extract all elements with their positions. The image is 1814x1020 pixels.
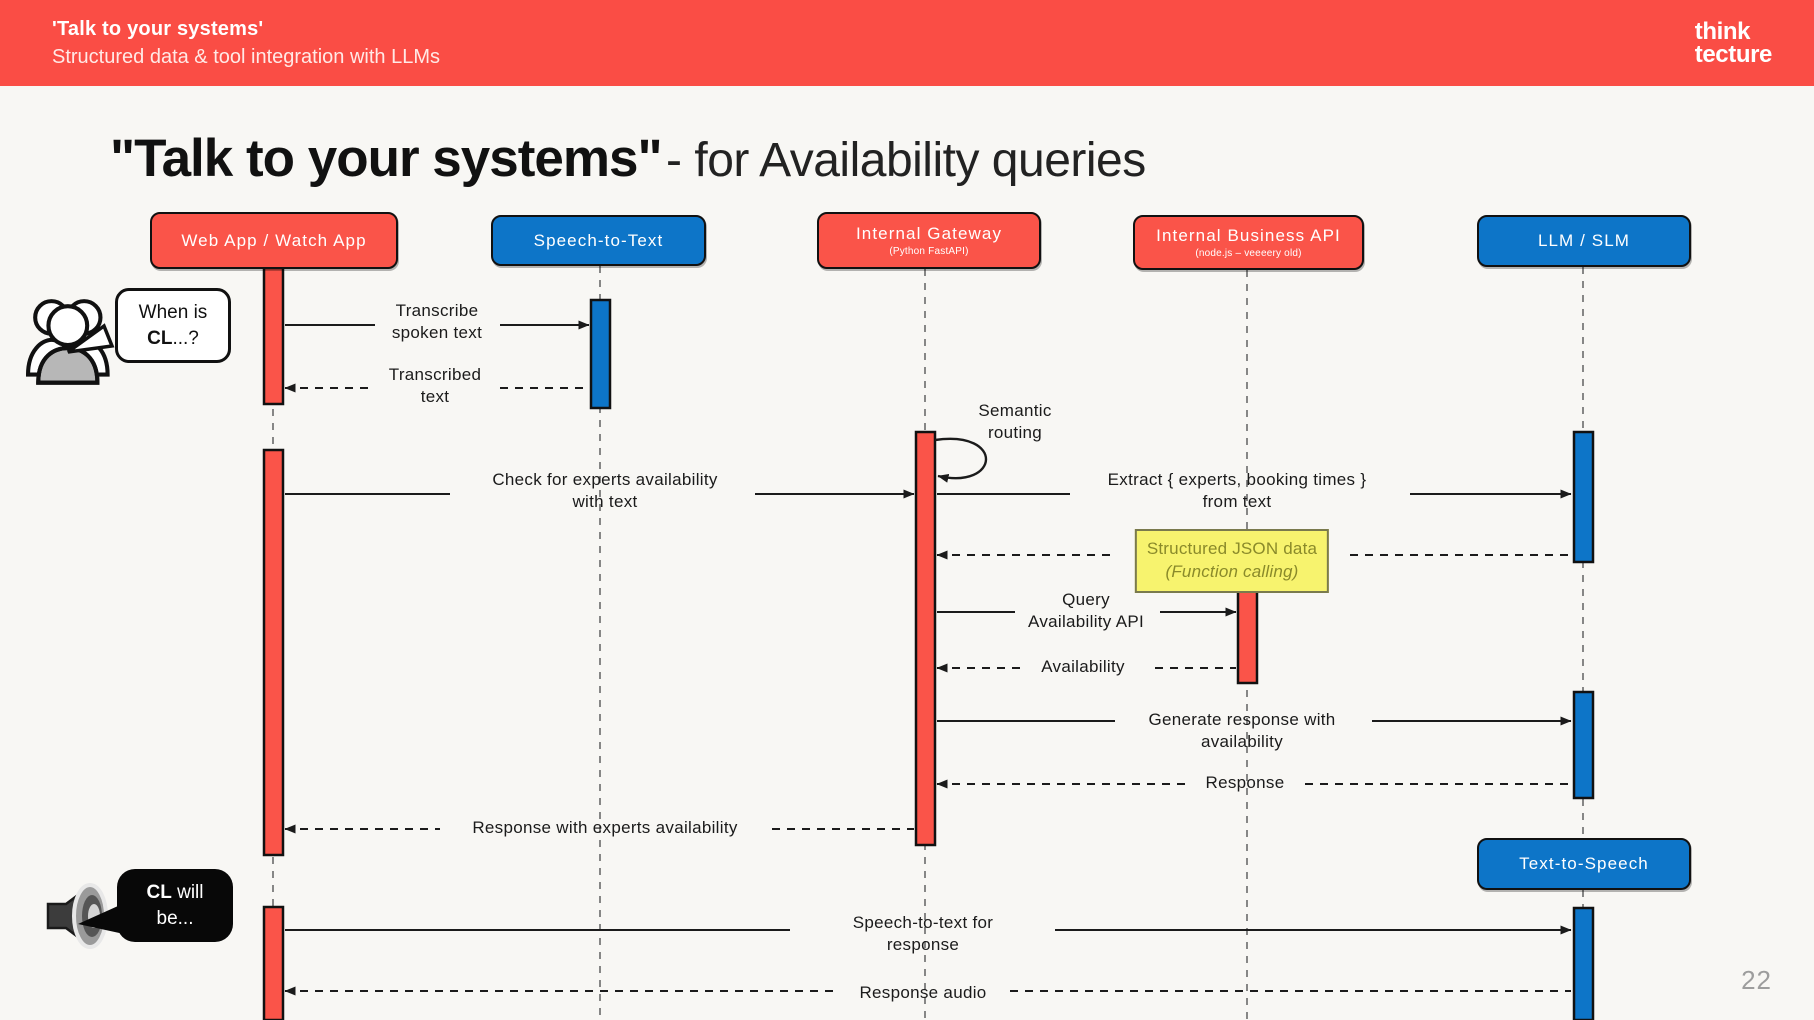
actor-label: Web App / Watch App [181, 230, 367, 250]
page-title: "Talk to your systems" - for Availabilit… [110, 128, 1146, 189]
message-label-semantic-routing: Semantic routing [978, 401, 1052, 442]
bubble-line-2-bold: CL [147, 327, 173, 349]
logo-line-1: think [1694, 18, 1751, 45]
header-title: 'Talk to your systems' [52, 18, 264, 40]
message-label-response-audio: Response audio [859, 983, 987, 1002]
actor-sublabel: (node.js – veeeery old) [1195, 248, 1302, 259]
header-subtitle: Structured data & tool integration with … [52, 46, 440, 68]
note-structured-json: Structured JSON data (Function calling) [1134, 529, 1330, 593]
message-label-response-with-availability: Response with experts availability [472, 818, 738, 837]
message-label-generate-response: Generate response with availability [1148, 710, 1336, 751]
actor-box-internal-gateway[interactable]: Internal Gateway (Python FastAPI) [817, 212, 1041, 269]
message-label-extract: Extract { experts, booking times } from … [1107, 470, 1367, 511]
actor-label: Internal Gateway [855, 224, 1003, 243]
actor-box-llm-slm[interactable]: LLM / SLM [1477, 215, 1691, 267]
message-label-query-availability-api: Query Availability API [1028, 590, 1144, 631]
bubble-line-1-bold: CL [146, 881, 172, 903]
thinktecture-logo: think tecture [1694, 18, 1814, 68]
actor-label: Internal Business API [1156, 226, 1341, 245]
bubble-line-1: When is [138, 301, 208, 323]
header-bar: 'Talk to your systems' Structured data &… [0, 0, 1814, 86]
actor-label: Text-to-Speech [1519, 854, 1649, 873]
message-label-speech-to-text-for-response: Speech-to-text for response [852, 913, 994, 954]
actor-box-speech-to-text[interactable]: Speech-to-Text [491, 215, 706, 266]
bubble-line-1: CL will [147, 880, 204, 906]
bubble-line-2: be... [156, 907, 194, 929]
message-label-transcribe: Transcribe spoken text [391, 301, 483, 342]
message-label-response: Response [1205, 773, 1285, 792]
page-title-bold: "Talk to your systems" [110, 129, 663, 188]
actor-label: Speech-to-Text [533, 230, 664, 250]
actor-box-web-app[interactable]: Web App / Watch App [150, 212, 398, 269]
actor-box-internal-business-api[interactable]: Internal Business API (node.js – veeeery… [1133, 215, 1364, 270]
speech-bubble-user-answer: CL will be... [117, 869, 233, 942]
actor-label: LLM / SLM [1537, 231, 1631, 250]
bubble-line-2-rest: ...? [172, 327, 199, 349]
message-label-transcribed: Transcribed text [388, 365, 482, 406]
bubble-line-2: CL...? [139, 326, 208, 352]
message-label-check-availability: Check for experts availability with text [492, 470, 718, 511]
page-number: 22 [1741, 965, 1772, 995]
actor-box-text-to-speech[interactable]: Text-to-Speech [1477, 838, 1691, 890]
note-line-1: Structured JSON data [1146, 539, 1318, 558]
header-titles: 'Talk to your systems' Structured data &… [0, 15, 440, 71]
page-title-light: - for Availability queries [666, 134, 1146, 187]
actor-sublabel: (Python FastAPI) [889, 246, 969, 257]
bubble-line-1-rest: will [171, 881, 204, 903]
message-label-availability: Availability [1041, 657, 1125, 676]
speech-bubble-user-question: When is CL...? [115, 288, 231, 363]
note-line-2: (Function calling) [1165, 562, 1299, 581]
logo-line-2: tecture [1694, 41, 1773, 68]
